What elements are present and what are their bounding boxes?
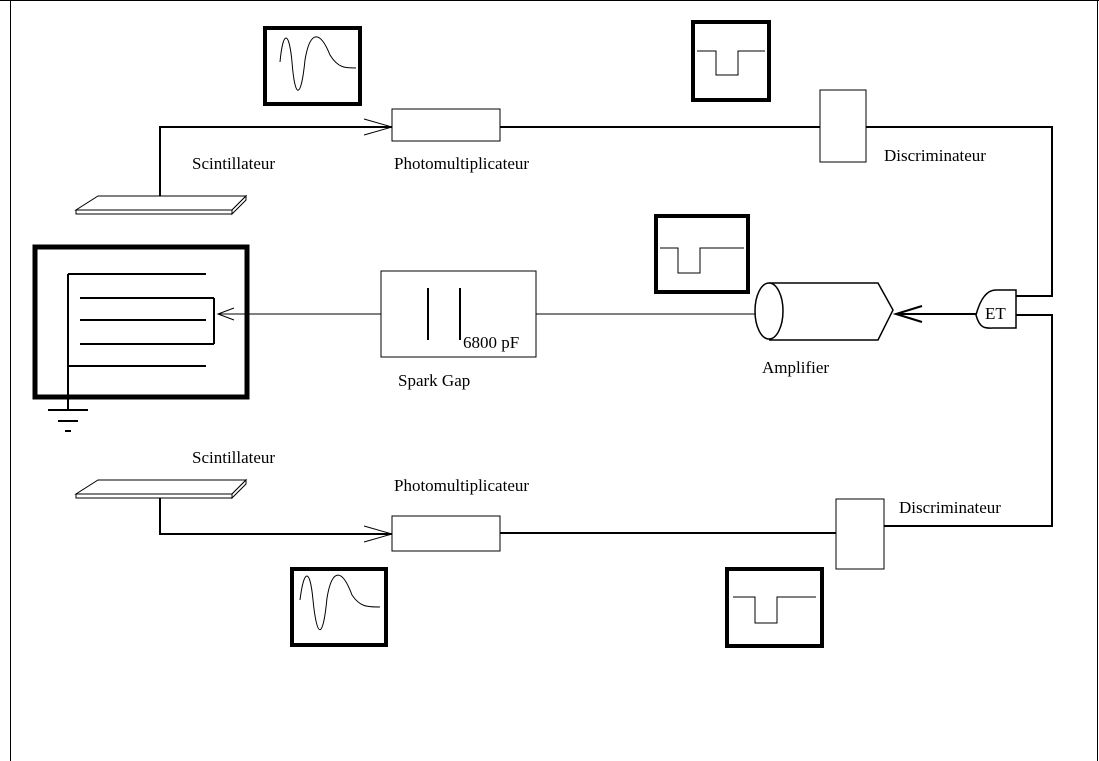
square-pulse-waveform-icon <box>697 50 765 76</box>
scintillator-top <box>74 194 248 216</box>
discriminator-bottom-label: Discriminateur <box>899 498 1001 517</box>
spark-chamber-icon <box>32 244 250 404</box>
scintillator-bottom <box>74 478 248 500</box>
pmt-pulse-waveform-icon <box>279 36 357 91</box>
ground-icon <box>48 404 88 432</box>
capacitance-label: 6800 pF <box>463 333 519 352</box>
scintillator-bottom-label: Scintillateur <box>192 448 275 467</box>
wire-disc-top-to-and <box>866 126 1053 297</box>
spark-gap-box <box>380 270 537 358</box>
discriminator-top <box>819 89 867 163</box>
discriminator-top-label: Discriminateur <box>884 146 986 165</box>
spark-gap-label: Spark Gap <box>398 371 470 390</box>
discriminator-bottom <box>835 498 885 570</box>
scope-disc-bottom <box>725 567 824 648</box>
square-pulse-waveform-icon <box>660 247 744 274</box>
wire-and-to-amplifier <box>892 305 976 323</box>
and-gate <box>975 289 1017 329</box>
pmt-bottom <box>391 515 501 552</box>
pmt-pulse-waveform-icon <box>299 574 381 631</box>
scope-pmt-top <box>263 26 362 106</box>
scope-amplifier <box>654 214 750 294</box>
pmt-top <box>391 108 501 142</box>
pmt-top-label: Photomultiplicateur <box>394 154 529 173</box>
amplifier <box>754 282 894 341</box>
scintillator-top-label: Scintillateur <box>192 154 275 173</box>
wire-disc-bottom-to-and <box>884 314 1053 527</box>
pmt-bottom-label: Photomultiplicateur <box>394 476 529 495</box>
scope-disc-top <box>691 20 771 102</box>
amplifier-label: Amplifier <box>762 358 829 377</box>
capacitor-icon <box>427 288 461 340</box>
square-pulse-waveform-icon <box>733 596 816 624</box>
and-gate-label: ET <box>985 304 1006 323</box>
wire-scint-to-pmt-bottom <box>159 498 394 543</box>
scope-pmt-bottom <box>290 567 388 647</box>
